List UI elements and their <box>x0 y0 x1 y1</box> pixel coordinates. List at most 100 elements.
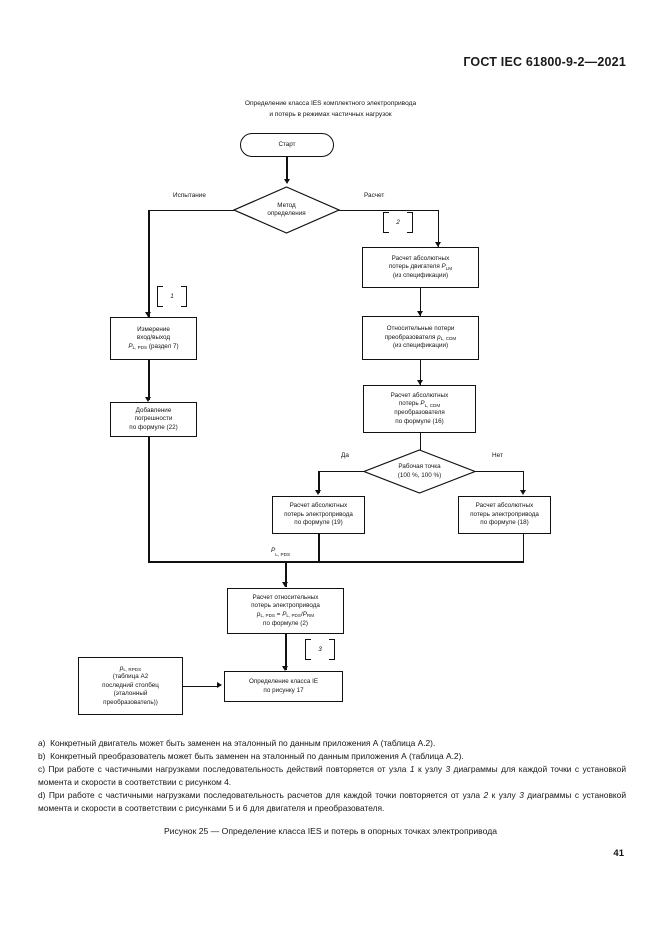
pds-rel-slash: / <box>300 611 303 618</box>
connector-op-yes <box>318 470 364 473</box>
note-c-label: c) <box>38 764 45 775</box>
marker-node-2-label: 2 <box>396 219 400 226</box>
node-reference-table: pL, RPDS (таблица А2 последний столбец (… <box>78 657 183 715</box>
node-cdm-rel-losses: Относительные потери преобразователя pL,… <box>362 316 479 360</box>
node-pds-rel-losses: Расчет относительных потерь электроприво… <box>227 588 344 634</box>
cdm-abs-line4: по формуле (16) <box>395 417 444 425</box>
edge-label-calculation: Расчет <box>364 192 385 199</box>
determine-ie-line1: Определение класса IE <box>248 677 319 685</box>
connector-method-left <box>148 209 234 212</box>
note-c-italic-1: 1 <box>409 764 415 775</box>
connector-op-no <box>475 470 524 473</box>
arrowhead-method <box>283 179 290 184</box>
note-c-text-1: При работе с частичными нагрузками после… <box>48 764 410 775</box>
node-start-label: Старт <box>278 140 296 148</box>
measure-io-subscript: L, PDS <box>132 345 148 351</box>
connector-op-yes-down <box>318 470 320 493</box>
ref-table-symbol: p <box>119 664 124 672</box>
marker-node-2: 2 <box>383 210 413 235</box>
ref-table-subscript: L, RPDS <box>123 666 142 672</box>
cdm-abs-line2-pre: потерь <box>398 400 421 408</box>
measure-io-line2: вход/выход <box>136 334 171 342</box>
connector-pds18-down <box>522 534 525 562</box>
edge-label-yes: Да <box>341 452 349 459</box>
node-pds-abs-losses-19: Расчет абсолютных потерь электропривода … <box>272 496 365 534</box>
flowchart-heading-line1: Определение класса IES комплектного элек… <box>244 100 417 107</box>
pds-rel-line3: pL, PDS = PL, PDS/PRM <box>230 611 341 620</box>
arrowhead-motor-losses <box>434 242 441 247</box>
note-c-text-2: к узлу <box>414 764 446 775</box>
node-measure-io: Измерение вход/выход PL, PDS (раздел 7) <box>110 317 197 360</box>
pds-18-line3: по формуле (18) <box>480 519 529 527</box>
flowchart-heading: Определение класса IES комплектного элек… <box>0 98 661 120</box>
cdm-abs-line2: потерь PL, CDM <box>366 400 473 409</box>
connector-cdm-abs-to-decision <box>419 433 422 450</box>
note-a-text: Конкретный двигатель может быть заменен … <box>50 738 436 748</box>
edge-label-pl-pds: PL, PDS <box>271 547 290 557</box>
node-decision-method-label: Метод определения <box>233 186 340 234</box>
decision-op-line2: (100 %, 100 %) <box>397 471 442 479</box>
node-pds-abs-losses-18: Расчет абсолютных потерь электропривода … <box>458 496 551 534</box>
node-start: Старт <box>240 133 334 157</box>
pds-rel-sym-b: P <box>282 611 287 618</box>
connector-cdm-rel-to-abs <box>419 360 422 386</box>
arrowhead-determine-ie <box>282 666 289 671</box>
connector-ref-to-ie <box>183 685 219 688</box>
pds-rel-sub-b: L, PDS <box>286 613 301 619</box>
decision-method-line2: определения <box>267 210 306 217</box>
cdm-abs-line1: Расчет абсолютных <box>390 391 449 399</box>
pl-pds-symbol: P <box>271 547 276 554</box>
page-number: 41 <box>613 848 624 859</box>
node-cdm-abs-losses: Расчет абсолютных потерь PL, CDM преобра… <box>363 385 476 433</box>
connector-right-branch-down <box>437 209 440 248</box>
pds-19-line1: Расчет абсолютных <box>289 502 348 510</box>
cdm-abs-symbol: P <box>420 400 425 408</box>
connector-start-to-method <box>286 157 288 181</box>
edge-label-no: Нет <box>492 452 503 459</box>
motor-abs-subscript: LM <box>445 265 453 271</box>
note-d-text-2: к узлу <box>488 790 520 801</box>
ref-table-line4: (эталонный <box>113 690 148 698</box>
pds-rel-sym-a: p <box>256 611 261 618</box>
cdm-rel-line2-pre: преобразователя <box>384 333 438 341</box>
connector-left-branch-down <box>148 209 150 318</box>
pds-18-line2: потерь электропривода <box>470 510 539 518</box>
cdm-abs-line3: преобразователя <box>394 409 445 416</box>
note-c-text-3: диаграммы для каждой точки с установкой … <box>38 764 626 788</box>
note-d-italic-2: 3 <box>519 790 524 801</box>
node-decision-operating-point: Рабочая точка (100 %, 100 %) <box>363 449 476 494</box>
connector-merge-bar <box>148 561 524 563</box>
node-motor-abs-losses: Расчет абсолютных потерь двигателя PLM (… <box>362 247 479 288</box>
flowchart-heading-line2: и потерь в режимах частичных нагрузок <box>269 111 392 118</box>
figure-notes: a) Конкретный двигатель может быть замен… <box>38 737 626 816</box>
note-d-label: d) <box>38 790 46 801</box>
connector-merge-to-pds-rel <box>285 561 287 587</box>
pds-rel-eq: = <box>275 611 283 618</box>
connector-motor-to-cdm-rel <box>419 288 422 316</box>
marker-node-3-label: 3 <box>318 646 322 653</box>
edge-label-test: Испытание <box>173 192 206 199</box>
arrowhead-cdm-rel <box>417 311 424 316</box>
connector-pds19-down <box>318 534 320 562</box>
figure-caption: Рисунок 25 — Определение класса IES и по… <box>163 826 498 836</box>
decision-method-line1: Метод <box>277 201 296 209</box>
marker-node-3: 3 <box>305 637 335 662</box>
pds-rel-sub-a: L, PDS <box>260 613 275 619</box>
cdm-rel-line3: (из спецификации) <box>392 342 449 350</box>
pds-rel-line2: потерь электропривода <box>251 602 320 610</box>
determine-ie-line2: по рисунку 17 <box>263 686 304 694</box>
pds-18-line1: Расчет абсолютных <box>475 502 534 510</box>
note-a-label: a) <box>38 738 46 748</box>
motor-abs-line2: потерь двигателя PLM <box>365 263 476 272</box>
node-determine-ie-class: Определение класса IE по рисунку 17 <box>224 671 343 702</box>
note-b: b) Конкретный преобразователь может быть… <box>38 750 626 763</box>
note-d-italic-1: 2 <box>483 790 489 801</box>
ref-table-line5: преобразователь)) <box>103 698 158 706</box>
note-d: d) При работе с частичными нагрузками по… <box>38 789 626 815</box>
pds-rel-line4: по формуле (2) <box>263 619 308 627</box>
motor-abs-line1: Расчет абсолютных <box>391 254 450 262</box>
note-b-text: Конкретный преобразователь может быть за… <box>50 751 464 762</box>
note-d-text-1: При работе с частичными нагрузками после… <box>48 790 484 801</box>
page-header: ГОСТ IEC 61800-9-2—2021 <box>463 55 626 69</box>
